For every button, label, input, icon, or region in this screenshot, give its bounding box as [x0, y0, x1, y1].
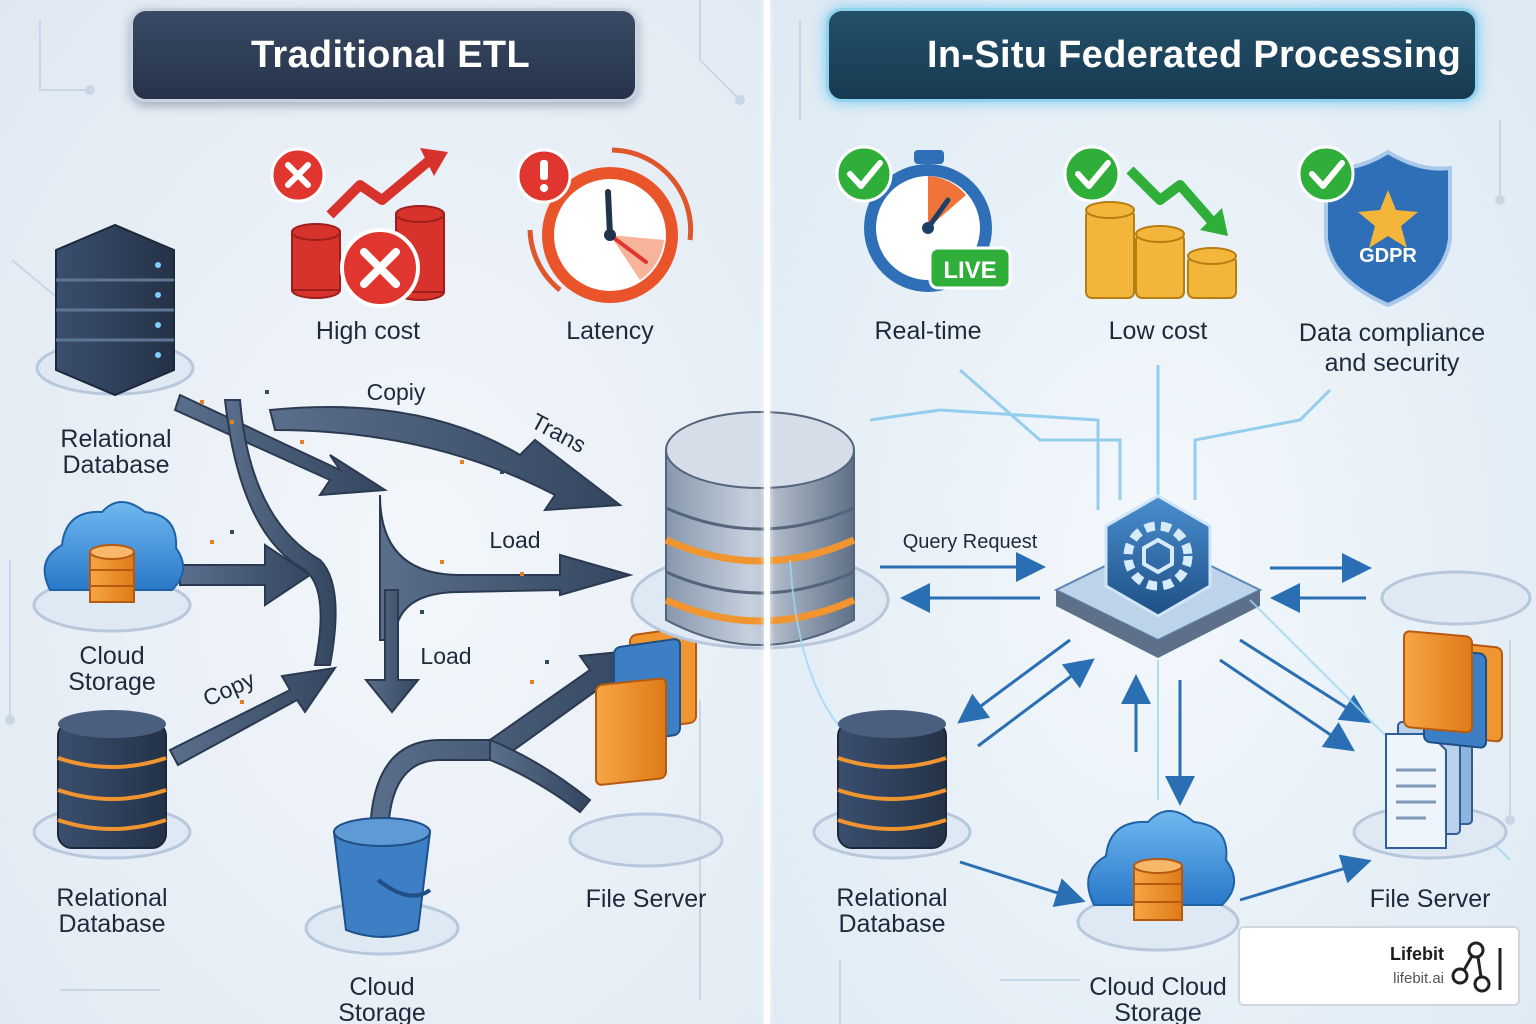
flow-label-load-right: Load — [489, 527, 540, 553]
query-request-label: Query Request — [903, 531, 1038, 553]
data-particles — [200, 390, 549, 704]
logo-name: Lifebit — [1390, 944, 1444, 964]
circuit-lines — [9, 0, 1511, 1024]
source-label-line: Storage — [1114, 999, 1202, 1024]
traditional-etl-title: Traditional ETL — [251, 33, 530, 76]
flow-label-copy-bottom: Copy — [199, 666, 259, 712]
stopwatch-icon — [864, 150, 1012, 292]
relational-database-icon — [812, 710, 972, 860]
cloud-storage-icon — [32, 501, 192, 633]
federated-processing-title: In-Situ Federated Processing — [927, 33, 1462, 76]
source-label-line: Storage — [338, 999, 426, 1024]
panel-divider — [764, 0, 770, 1024]
benefit-label-line: Real-time — [874, 317, 982, 345]
source-label: Cloud Storage — [32, 643, 192, 695]
clock-icon — [516, 147, 694, 303]
relational-database-icon — [32, 710, 192, 860]
lifebit-mark-icon — [1451, 941, 1502, 993]
file-folders-icon — [568, 625, 724, 868]
source-label-line: File Server — [585, 885, 707, 913]
source-label-line: Database — [838, 910, 946, 938]
federated-hub-icon — [1053, 494, 1263, 658]
source-label: Cloud Cloud Storage — [1068, 974, 1248, 1024]
source-label-line: Storage — [68, 668, 156, 696]
cloud-storage-icon — [1076, 810, 1240, 952]
source-label-line: Cloud — [349, 973, 415, 1001]
traditional-etl-banner: Traditional ETL — [130, 8, 638, 102]
high-cost-label: High cost — [315, 317, 421, 345]
source-label-line: Cloud — [79, 642, 145, 670]
source-label: Relational Database — [32, 885, 192, 937]
checkmark-icon — [1297, 145, 1355, 203]
flow-label-load-down: Load — [420, 643, 471, 669]
source-label: Cloud Storage — [302, 974, 462, 1024]
benefit-label: Data compliance and security — [1282, 318, 1502, 378]
gdpr-badge: GDPR — [1359, 245, 1417, 267]
logo-url: lifebit.ai — [1393, 970, 1444, 987]
source-label: Relational Database — [812, 885, 972, 937]
data-warehouse-icon — [630, 411, 890, 650]
lifebit-logo: Lifebit lifebit.ai — [1238, 926, 1520, 1006]
falling-cost-icon — [1085, 166, 1237, 299]
file-folders-icon — [1380, 570, 1532, 749]
checkmark-icon — [1063, 145, 1121, 203]
benefit-label: Real-time — [848, 318, 1008, 344]
benefit-label-line: and security — [1324, 349, 1460, 377]
live-badge: LIVE — [943, 257, 996, 284]
benefit-label-line: Data compliance — [1298, 319, 1486, 347]
source-label-line: File Server — [1369, 885, 1491, 913]
rising-cost-icon — [270, 147, 448, 308]
storage-bucket-icon — [304, 817, 460, 956]
source-label-line: Relational — [60, 425, 172, 453]
benefit-label: Low cost — [1078, 318, 1238, 344]
query-arrows — [880, 552, 1372, 908]
checkmark-icon — [835, 145, 893, 203]
federated-processing-banner: In-Situ Federated Processing — [826, 8, 1478, 102]
source-label: File Server — [566, 886, 726, 912]
source-label-line: Database — [62, 451, 170, 479]
source-label: Relational Database — [36, 426, 196, 478]
flow-label-copy-top: Copiy — [367, 379, 426, 405]
source-label-line: Relational — [56, 884, 168, 912]
source-label-line: Cloud Cloud — [1089, 973, 1227, 1001]
latency-label: Latency — [566, 317, 654, 345]
benefit-label-line: Low cost — [1108, 317, 1208, 345]
source-label-line: Database — [58, 910, 166, 938]
etl-flow-arrows — [168, 393, 642, 841]
relational-database-icon — [35, 223, 195, 397]
source-label: File Server — [1350, 886, 1510, 912]
benefit-connectors — [869, 365, 1332, 510]
source-label-line: Relational — [836, 884, 948, 912]
